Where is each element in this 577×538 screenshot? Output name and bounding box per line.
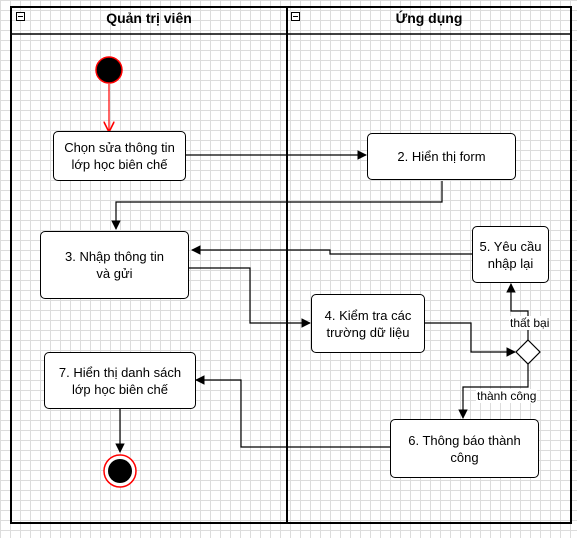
edge-4-to-decision: [425, 322, 516, 357]
node-select-edit[interactable]: Chọn sửa thông tin lớp học biên chế: [53, 131, 186, 181]
edge-3-to-4: [189, 267, 311, 328]
edge-2-to-3: [111, 181, 443, 230]
lane-title-admin: Quản trị viên: [106, 10, 192, 26]
node-request-reenter[interactable]: 5. Yêu cầu nhập lại: [472, 226, 549, 283]
node-show-class-list[interactable]: 7. Hiển thị danh sách lớp học biên chế: [44, 352, 196, 409]
swimlane-frame: [10, 6, 572, 524]
edge-5-to-3: [191, 245, 473, 255]
fail-label: thất bại: [509, 316, 551, 330]
edge-6-to-7: [195, 375, 390, 448]
node-enter-submit[interactable]: 3. Nhập thông tin và gửi: [40, 231, 189, 299]
lane-title-app: Ứng dụng: [395, 10, 463, 26]
edge-decision-success: [458, 364, 529, 419]
node-show-form[interactable]: 2. Hiển thị form: [367, 133, 516, 180]
decision-diamond: [515, 339, 541, 365]
collapse-left-lane-icon[interactable]: [16, 12, 25, 21]
edge-decision-fail: [506, 283, 529, 340]
collapse-right-lane-icon[interactable]: [291, 12, 300, 21]
node-validate-fields[interactable]: 4. Kiểm tra các trường dữ liệu: [311, 294, 425, 353]
start-node: [95, 56, 123, 84]
success-label: thành công: [476, 389, 538, 403]
end-node-inner: [108, 459, 132, 483]
node-success-message[interactable]: 6. Thông báo thành công: [390, 419, 539, 478]
